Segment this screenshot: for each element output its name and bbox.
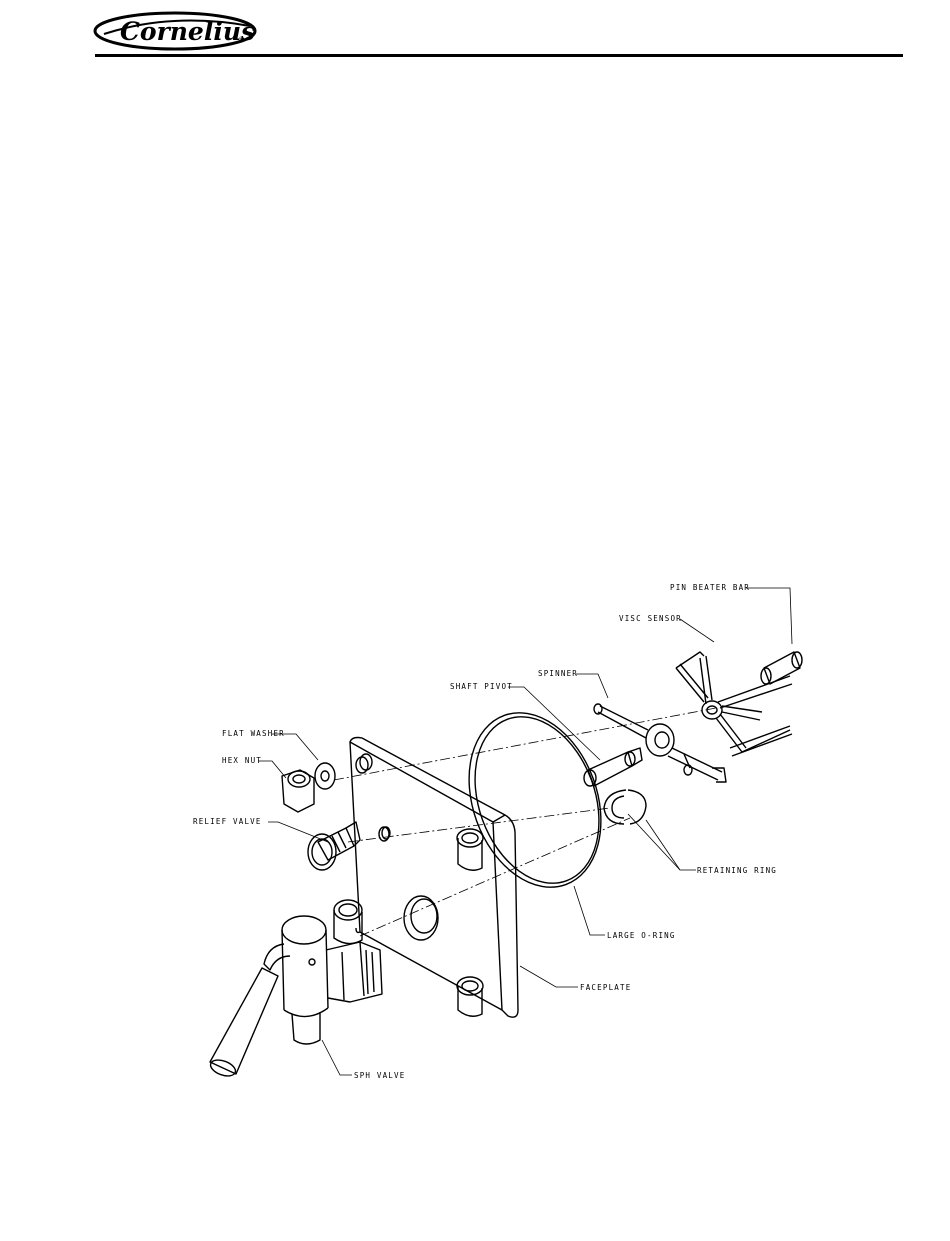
label-faceplate: FACEPLATE [580, 983, 631, 992]
label-pin-beater-bar: PIN BEATER BAR [670, 583, 750, 592]
label-retaining-ring: RETAINING RING [697, 866, 777, 875]
hex-nut-part [282, 770, 314, 812]
label-hex-nut: HEX NUT [222, 756, 262, 765]
label-visc-sensor: VISC SENSOR [619, 614, 682, 623]
pin-beater-bar-part [676, 652, 802, 756]
shaft-pivot-part [584, 748, 642, 786]
label-shaft-pivot: SHAFT PIVOT [450, 682, 513, 691]
relief-valve-part [308, 822, 360, 870]
faceplate-part [334, 738, 518, 1018]
label-spinner: SPINNER [538, 669, 578, 678]
label-large-o-ring: LARGE O-RING [607, 931, 676, 940]
flat-washer-part [315, 763, 335, 789]
sph-valve-part [208, 916, 382, 1079]
label-flat-washer: FLAT WASHER [222, 729, 285, 738]
label-sph-valve: SPH VALVE [354, 1071, 405, 1080]
retaining-ring-part [604, 790, 646, 824]
spinner-part [594, 704, 726, 782]
label-relief-valve: RELIEF VALVE [193, 817, 262, 826]
